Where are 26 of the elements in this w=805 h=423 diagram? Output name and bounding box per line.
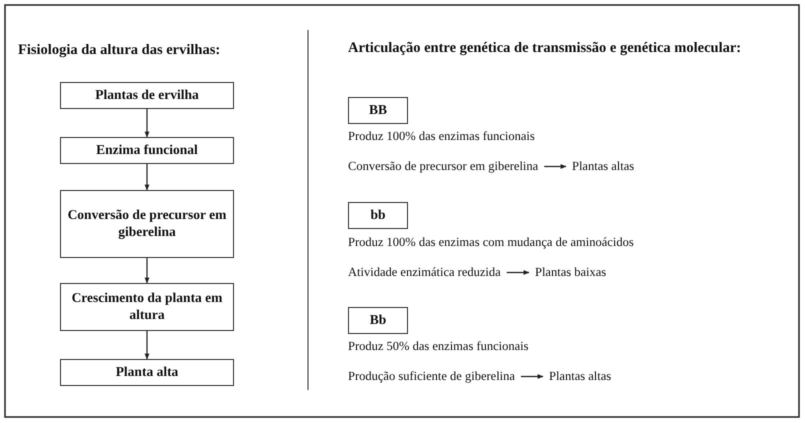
process-box: Planta alta — [60, 359, 234, 386]
arrow — [506, 270, 530, 275]
process-box: BB — [348, 97, 408, 124]
arrow — [144, 109, 150, 138]
section-heading: Fisiologia da altura das ervilhas: — [18, 41, 222, 60]
description-text: Produz 50% das enzimas funcionais — [348, 339, 529, 354]
process-box: bb — [348, 202, 408, 229]
process-box: Plantas de ervilha — [60, 82, 234, 109]
arrow — [544, 164, 567, 169]
arrow — [144, 331, 150, 360]
process-box: Enzima funcional — [60, 137, 234, 164]
description-text: Produz 100% das enzimas com mudança de aminoácidos — [348, 235, 634, 250]
process-box: Crescimento da planta em altura — [60, 283, 234, 331]
description-text: Produz 100% das enzimas funcionais — [348, 129, 535, 144]
section-heading: Articulação entre genética de transmissão e genética molecular: — [348, 39, 742, 58]
arrow — [144, 164, 150, 191]
outcome-text: Plantas altas — [572, 159, 634, 174]
outcome-text: Produção suficiente de giberelina — [348, 369, 515, 384]
arrow — [144, 258, 150, 284]
outcome-text: Atividade enzimática reduzida — [348, 265, 501, 280]
outcome-text: Plantas altas — [549, 369, 612, 384]
outcome-text: Plantas baixas — [535, 265, 606, 280]
outcome-text: Conversão de precursor em giberelina — [348, 159, 538, 174]
arrow — [520, 374, 544, 379]
process-box: Conversão de precursor em giberelina — [60, 190, 234, 258]
process-box: Bb — [348, 307, 408, 334]
